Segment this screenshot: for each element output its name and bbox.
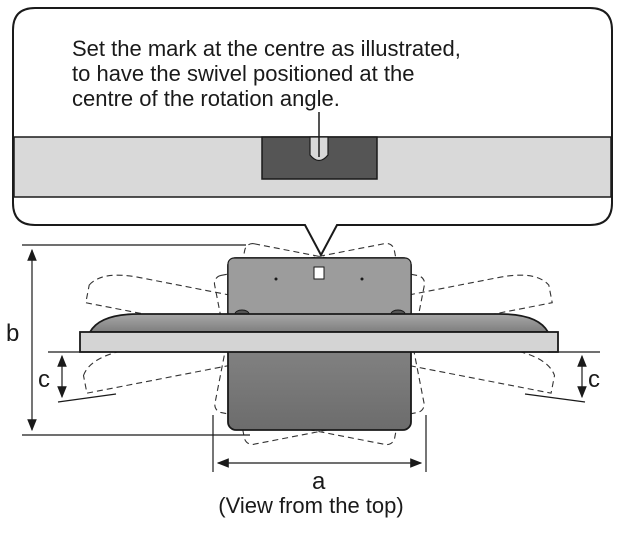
screw-hole-left-icon <box>274 277 278 281</box>
stand-centre-mark <box>313 266 325 280</box>
dimension-b <box>22 244 250 436</box>
callout-bubble <box>12 7 613 258</box>
dimension-c-right <box>524 351 600 403</box>
callout-line-2: to have the swivel positioned at the <box>72 61 415 86</box>
callout-text: Set the mark at the centre as illustrate… <box>72 36 592 111</box>
callout-line-1: Set the mark at the centre as illustrate… <box>72 36 461 61</box>
dimension-c-right-label: c <box>588 366 600 393</box>
callout-line-3: centre of the rotation angle. <box>72 86 340 111</box>
view-caption: (View from the top) <box>218 493 404 518</box>
stand-base <box>227 257 412 431</box>
dimension-b-label: b <box>6 320 20 347</box>
dimension-a-label: a <box>312 468 326 495</box>
dimension-c-left-label: c <box>38 366 50 393</box>
tv-bar <box>79 313 559 353</box>
dimension-c-left <box>48 351 117 403</box>
screw-hole-right-icon <box>360 277 364 281</box>
dimension-a <box>212 415 427 472</box>
